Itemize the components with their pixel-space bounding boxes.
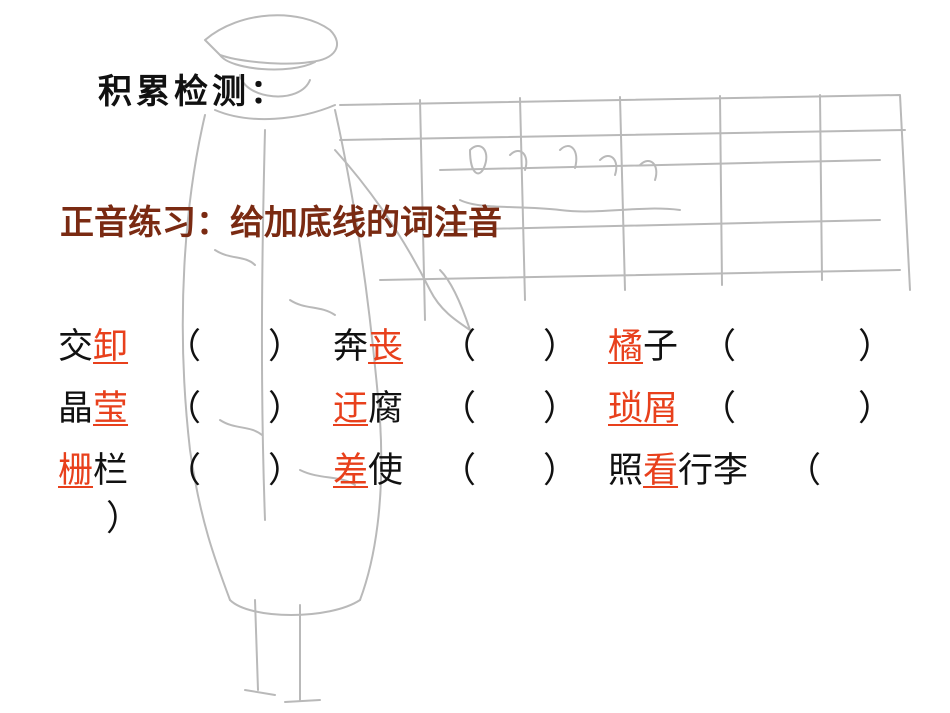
answer-close-paren: ） xyxy=(858,389,894,429)
underlined-char: 琐 xyxy=(608,389,644,429)
answer-open-paren: （ xyxy=(441,327,477,367)
answer-open-paren: （ xyxy=(441,389,477,429)
answer-close-paren: ） xyxy=(268,327,304,367)
word-item-jingying: 晶莹 xyxy=(58,380,128,431)
underlined-char: 莹 xyxy=(93,389,129,429)
word-char: 晶 xyxy=(58,389,94,429)
word-item-chaishi: 差使 xyxy=(333,442,403,493)
underlined-char: 卸 xyxy=(93,327,129,367)
underlined-char: 栅 xyxy=(58,451,94,491)
underlined-char: 丧 xyxy=(368,327,404,367)
answer-open-paren: （ xyxy=(441,451,477,491)
word-item-suoxie: 琐屑 xyxy=(608,380,678,431)
answer-close-paren: ） xyxy=(268,389,304,429)
underlined-char: 屑 xyxy=(643,389,679,429)
underlined-char: 差 xyxy=(333,451,369,491)
answer-open-paren: （ xyxy=(166,327,202,367)
page-heading: 积累检测： xyxy=(98,72,288,112)
answer-close-paren: ） xyxy=(106,499,142,539)
underlined-char: 看 xyxy=(643,451,679,491)
answer-close-paren: ） xyxy=(858,327,894,367)
answer-open-paren: （ xyxy=(701,389,737,429)
answer-close-paren: ） xyxy=(543,327,579,367)
exercise-instruction: 正音练习：给加底线的词注音 xyxy=(60,203,502,243)
answer-open-paren: （ xyxy=(166,451,202,491)
word-char: 交 xyxy=(58,327,94,367)
word-char: 奔 xyxy=(333,327,369,367)
answer-open-paren: （ xyxy=(701,327,737,367)
underlined-char: 橘 xyxy=(608,327,644,367)
word-item-yufu: 迂腐 xyxy=(333,380,403,431)
answer-close-paren: ） xyxy=(268,451,304,491)
answer-close-paren: ） xyxy=(543,389,579,429)
answer-open-paren: （ xyxy=(786,451,822,491)
word-item-zhaokanxingli: 照看行李 xyxy=(608,442,748,493)
word-item-juzi: 橘子 xyxy=(608,318,678,369)
answer-open-paren: （ xyxy=(166,389,202,429)
word-item-zhalan: 栅栏 xyxy=(58,442,128,493)
word-item-jiaoxie: 交卸 xyxy=(58,318,128,369)
word-char: 子 xyxy=(643,327,679,367)
underlined-char: 迂 xyxy=(333,389,369,429)
word-char: 行李 xyxy=(678,451,749,491)
word-item-bensang: 奔丧 xyxy=(333,318,403,369)
word-char: 照 xyxy=(608,451,644,491)
word-char: 栏 xyxy=(93,451,129,491)
answer-close-paren: ） xyxy=(543,451,579,491)
word-char: 腐 xyxy=(368,389,404,429)
word-char: 使 xyxy=(368,451,404,491)
